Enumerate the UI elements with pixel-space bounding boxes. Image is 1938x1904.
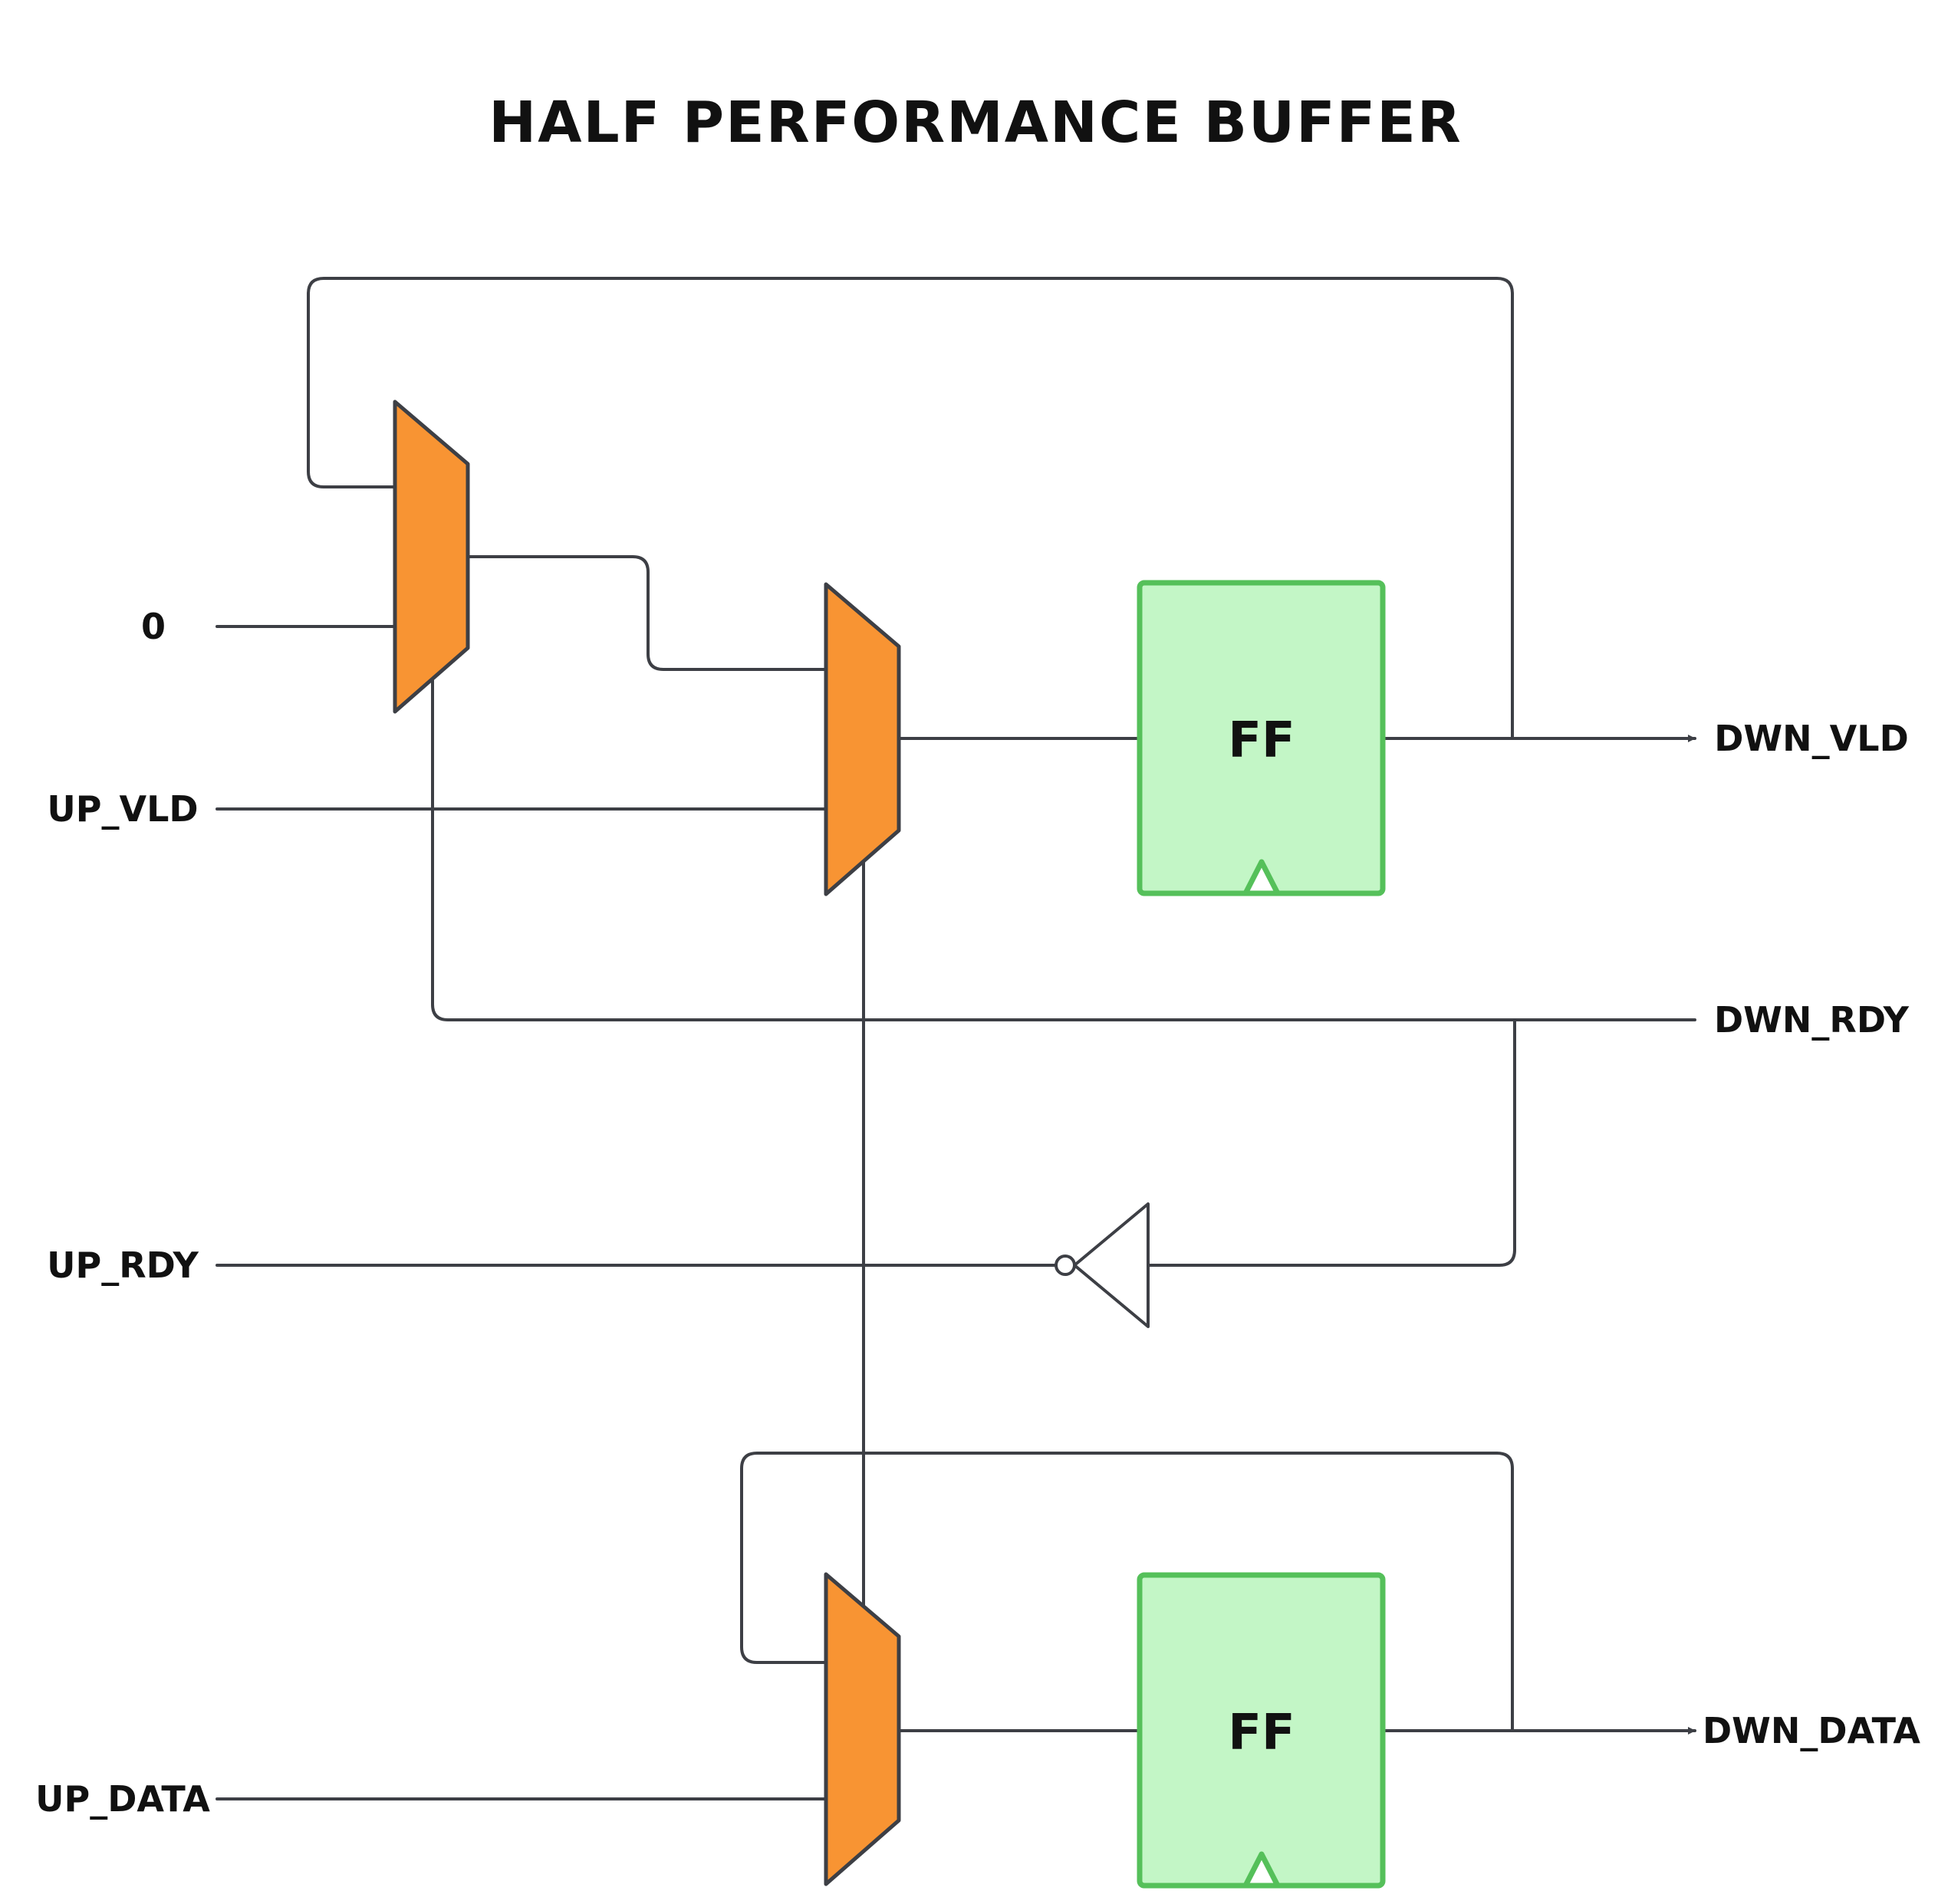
mux-1 bbox=[393, 400, 470, 714]
mux-2 bbox=[824, 582, 901, 896]
inverter bbox=[1055, 1202, 1150, 1328]
label-dwn-vld: DWN_VLD bbox=[1714, 718, 1909, 759]
label-up-vld: UP_VLD bbox=[47, 788, 198, 830]
ff-data: FF bbox=[1137, 1572, 1386, 1889]
label-up-rdy: UP_RDY bbox=[47, 1245, 199, 1286]
ff-valid-label: FF bbox=[1228, 712, 1295, 769]
inverter-bubble bbox=[1055, 1255, 1076, 1276]
wire-mux1-to-mux2 bbox=[466, 555, 828, 671]
ff-valid-clock-icon bbox=[1242, 859, 1281, 896]
ff-data-label: FF bbox=[1228, 1705, 1295, 1761]
ff-valid: FF bbox=[1137, 580, 1386, 896]
wires bbox=[216, 277, 1696, 1800]
label-up-data: UP_DATA bbox=[35, 1778, 210, 1820]
wire-data-feedback bbox=[740, 1452, 1514, 1732]
label-zero: 0 bbox=[141, 606, 166, 647]
inverter-triangle bbox=[1073, 1202, 1150, 1328]
wire-vld-feedback bbox=[307, 277, 1514, 740]
label-dwn-data: DWN_DATA bbox=[1703, 1710, 1920, 1751]
wire-rdy-to-inverter bbox=[1147, 1018, 1516, 1267]
ff-data-clock-icon bbox=[1242, 1851, 1281, 1889]
wire-dwn-rdy bbox=[431, 678, 1696, 1021]
mux-3 bbox=[824, 1572, 901, 1886]
label-dwn-rdy: DWN_RDY bbox=[1714, 999, 1910, 1041]
diagram-title: HALF PERFORMANCE BUFFER bbox=[489, 90, 1462, 156]
